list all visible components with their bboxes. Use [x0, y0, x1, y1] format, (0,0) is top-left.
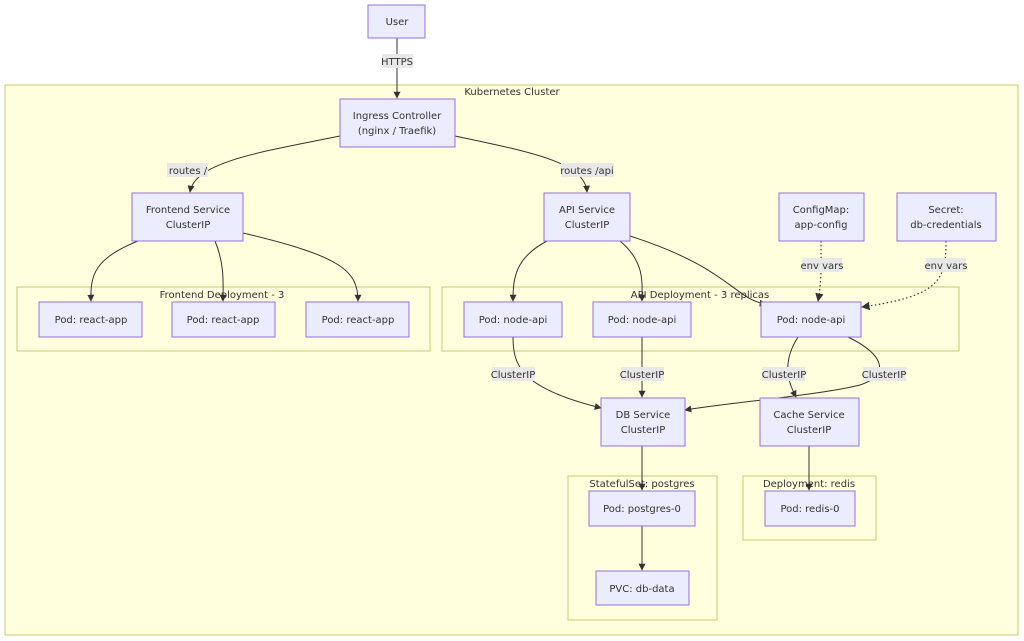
edge-label-pod1-db: ClusterIP	[491, 367, 535, 381]
node-frontend-service: Frontend Service ClusterIP	[131, 192, 244, 242]
edge-frontend-pod-1	[87, 240, 139, 302]
svg-text:Cache Service: Cache Service	[773, 410, 844, 421]
svg-text:API Service: API Service	[559, 205, 615, 216]
svg-text:ClusterIP: ClusterIP	[491, 370, 535, 381]
svg-text:ClusterIP: ClusterIP	[787, 425, 831, 436]
edge-label-pod3-cache: ClusterIP	[762, 367, 806, 381]
svg-text:Pod: react-app: Pod: react-app	[322, 315, 395, 326]
api-deployment-title: API Deployment - 3 replicas	[631, 290, 769, 301]
svg-text:Ingress Controller: Ingress Controller	[353, 111, 442, 122]
edge-label-routes-root: routes /	[167, 163, 208, 177]
frontend-deployment-title: Frontend Deployment - 3	[160, 290, 285, 301]
svg-text:ClusterIP: ClusterIP	[862, 370, 906, 381]
node-api-pod-2: Pod: node-api	[592, 301, 692, 338]
node-api-service: API Service ClusterIP	[543, 192, 631, 242]
svg-text:ClusterIP: ClusterIP	[762, 370, 806, 381]
edge-api-pod-3-db	[684, 336, 880, 413]
node-cache-service: Cache Service ClusterIP	[759, 397, 860, 447]
svg-text:PVC: db-data: PVC: db-data	[609, 584, 674, 595]
svg-text:Pod: node-api: Pod: node-api	[608, 315, 677, 326]
edge-frontend-pod-3	[242, 232, 362, 302]
edge-ingress-api	[454, 135, 591, 193]
node-user: User	[367, 4, 426, 39]
edge-labels: HTTPS routes / routes /api env vars env …	[167, 54, 967, 381]
svg-text:app-config: app-config	[794, 220, 847, 231]
edge-api-pod-1	[509, 240, 548, 302]
svg-text:HTTPS: HTTPS	[381, 57, 413, 68]
edge-label-pod2-db: ClusterIP	[620, 367, 664, 381]
edge-frontend-pod-2	[214, 240, 227, 302]
svg-text:routes /: routes /	[169, 166, 208, 177]
edge-label-secret-env: env vars	[925, 258, 968, 272]
svg-text:Secret:: Secret:	[928, 205, 963, 216]
edge-ingress-frontend	[187, 135, 341, 193]
svg-text:Pod: redis-0: Pod: redis-0	[780, 504, 839, 515]
edge-api-pod-3	[629, 235, 767, 307]
svg-text:Pod: react-app: Pod: react-app	[55, 315, 128, 326]
node-pvc: PVC: db-data	[595, 570, 690, 606]
kubernetes-cluster-title: Kubernetes Cluster	[464, 87, 560, 98]
node-api-pod-3: Pod: node-api	[760, 301, 862, 338]
node-api-pod-1: Pod: node-api	[463, 301, 563, 338]
edge-label-https: HTTPS	[381, 54, 413, 68]
node-db-service: DB Service ClusterIP	[600, 397, 686, 447]
edge-label-pod3-db: ClusterIP	[862, 367, 906, 381]
svg-text:DB Service: DB Service	[616, 410, 671, 421]
node-react-pod-2: Pod: react-app	[171, 301, 276, 338]
svg-text:(nginx / Traefik): (nginx / Traefik)	[358, 126, 436, 137]
svg-text:ClusterIP: ClusterIP	[565, 220, 609, 231]
svg-text:ClusterIP: ClusterIP	[166, 220, 210, 231]
edge-api-pod-2	[619, 240, 646, 302]
svg-text:routes /api: routes /api	[560, 166, 613, 177]
svg-text:Pod: node-api: Pod: node-api	[777, 315, 846, 326]
node-react-pod-3: Pod: react-app	[305, 301, 410, 338]
svg-text:Pod: node-api: Pod: node-api	[479, 315, 548, 326]
svg-text:ConfigMap:: ConfigMap:	[793, 205, 850, 216]
edge-label-configmap-env: env vars	[801, 258, 844, 272]
kubernetes-cluster: Kubernetes Cluster	[4, 84, 1019, 636]
svg-text:env vars: env vars	[925, 261, 968, 272]
svg-text:env vars: env vars	[801, 261, 844, 272]
node-ingress-controller: Ingress Controller (nginx / Traefik)	[339, 98, 456, 148]
svg-text:ClusterIP: ClusterIP	[620, 370, 664, 381]
svg-text:Pod: postgres-0: Pod: postgres-0	[603, 504, 681, 515]
svg-text:Pod: react-app: Pod: react-app	[187, 315, 260, 326]
node-configmap: ConfigMap: app-config	[778, 192, 865, 242]
svg-text:Frontend Service: Frontend Service	[146, 205, 230, 216]
node-postgres-pod: Pod: postgres-0	[588, 490, 696, 527]
node-react-pod-1: Pod: react-app	[38, 301, 143, 338]
edge-label-routes-api: routes /api	[560, 163, 614, 177]
svg-text:User: User	[386, 17, 410, 28]
svg-text:db-credentials: db-credentials	[910, 220, 982, 231]
node-secret: Secret: db-credentials	[896, 192, 997, 242]
svg-text:ClusterIP: ClusterIP	[621, 425, 665, 436]
node-redis-pod: Pod: redis-0	[764, 490, 856, 527]
